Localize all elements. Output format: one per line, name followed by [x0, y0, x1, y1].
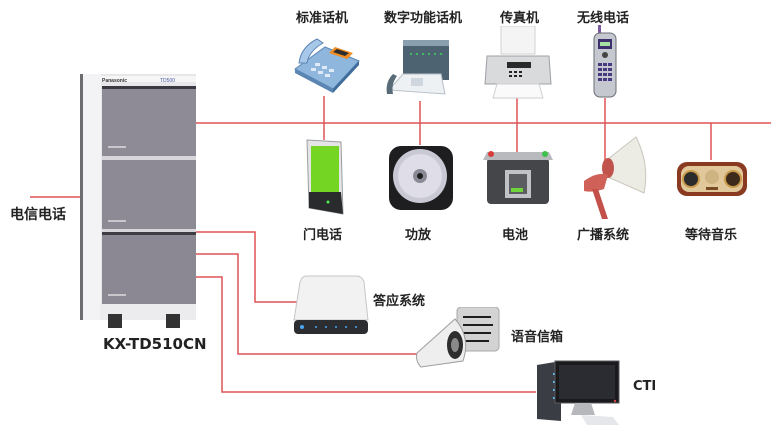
- cordless-phone-icon: [592, 25, 618, 103]
- trunk-label: 电信电话: [10, 207, 66, 223]
- series-text: TD500: [160, 78, 175, 84]
- wire-answer-system: [195, 231, 298, 303]
- fax-machine-icon: [483, 25, 553, 104]
- label-hold-music: 等待音乐: [685, 228, 738, 243]
- label-voicemail: 语音信箱: [511, 330, 564, 345]
- label-door-phone: 门电话: [303, 228, 343, 243]
- door-phone-icon: [305, 138, 345, 220]
- label-amplifier: 功放: [405, 228, 432, 243]
- label-broadcast: 广播系统: [577, 228, 630, 243]
- speaker-document-icon: [415, 306, 505, 375]
- digital-phone-icon: [385, 38, 449, 104]
- label-answer-system: 答应系统: [373, 294, 426, 309]
- label-cordless-phone: 无线电话: [577, 11, 630, 26]
- pbx-model-label: KX-TD510CN: [103, 335, 207, 353]
- label-battery: 电池: [502, 228, 529, 243]
- brand-text: Panasonic: [102, 78, 127, 84]
- label-standard-phone: 标准话机: [296, 11, 349, 26]
- radio-icon: [675, 158, 749, 204]
- label-fax: 传真机: [500, 11, 540, 26]
- wire-cti: [195, 276, 536, 393]
- wire-voicemail: [195, 253, 420, 355]
- label-cti: CTI: [633, 379, 657, 394]
- battery-icon: [483, 150, 553, 210]
- megaphone-icon: [578, 135, 648, 225]
- computer-icon: [535, 359, 627, 433]
- label-digital-phone: 数字功能话机: [384, 11, 463, 26]
- pbx-cabinet: Panasonic TD500: [80, 74, 196, 330]
- hard-drive-icon: [292, 274, 370, 344]
- desk-phone-icon: [289, 33, 361, 99]
- cd-disc-icon: [388, 145, 454, 215]
